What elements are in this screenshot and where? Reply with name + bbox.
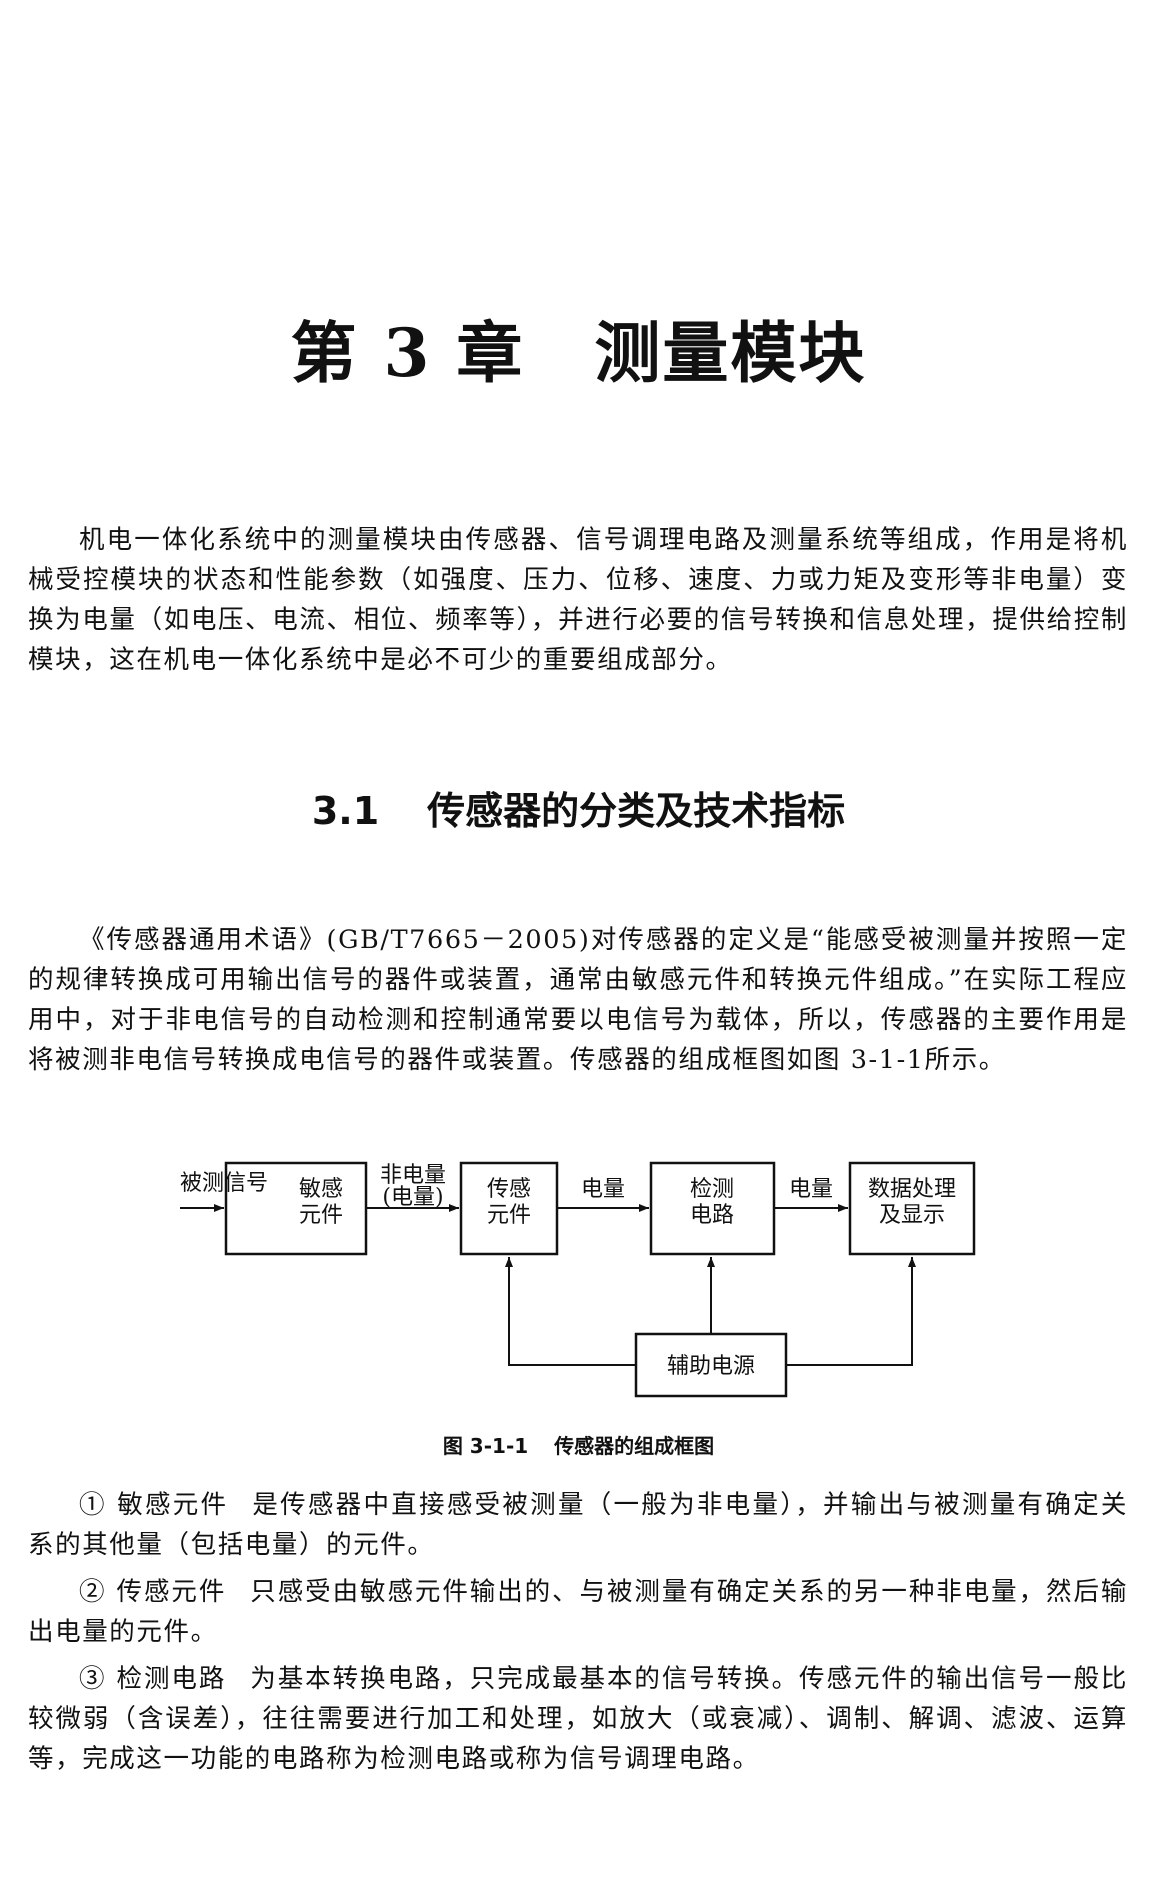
block-processing-display (848, 1161, 976, 1256)
electric-alt-label: (电量) (382, 1185, 443, 1210)
auxiliary-power-label: 辅助电源 (667, 1354, 755, 1379)
item-marker: ① (79, 1490, 107, 1520)
power-line-processing (786, 1257, 916, 1366)
detection-circuit-line1: 检测 (690, 1177, 734, 1202)
sensor-block-diagram: 被测信号 敏感 元件 非电量 (电量) 传感 元件 电量 检测 电路 电量 数据… (0, 1160, 1157, 1420)
intro-paragraph: 机电一体化系统中的测量模块由传感器、信号调理电路及测量系统等组成，作用是将机械受… (28, 525, 1128, 675)
item-marker: ② (79, 1577, 107, 1607)
processing-line2: 及显示 (879, 1203, 945, 1228)
list-item: ② 传感元件只感受由敏感元件输出的、与被测量有确定关系的另一种非电量，然后输出电… (28, 1572, 1128, 1652)
chapter-title: 第 3 章测量模块 (0, 300, 1157, 396)
definition-paragraph: 《传感器通用术语》(GB/T7665－2005)对传感器的定义是“能感受被测量并… (28, 925, 1128, 1075)
caption-number: 图 3-1-1 (442, 1434, 529, 1458)
diagram-canvas: 被测信号 敏感 元件 非电量 (电量) 传感 元件 电量 检测 电路 电量 数据… (180, 1161, 976, 1398)
item-marker: ③ (79, 1664, 107, 1694)
item-term: 传感元件 (116, 1577, 227, 1607)
non-electric-label: 非电量 (380, 1163, 446, 1188)
item-text: 只感受由敏感元件输出的、与被测量有确定关系的另一种非电量，然后输出电量的元件。 (28, 1577, 1128, 1647)
transducer-element-line1: 传感 (487, 1177, 531, 1202)
item-text: 为基本转换电路，只完成最基本的信号转换。传感元件的输出信号一般比较微弱（含误差）… (28, 1664, 1128, 1774)
item-text: 是传感器中直接感受被测量（一般为非电量），并输出与被测量有确定关系的其他量（包括… (28, 1490, 1128, 1560)
sensitive-element-line2: 元件 (299, 1203, 343, 1228)
item-term: 检测电路 (116, 1664, 227, 1694)
input-signal-label: 被测信号 (180, 1171, 268, 1196)
item-term: 敏感元件 (117, 1490, 229, 1520)
section-number: 3.1 (311, 789, 380, 833)
section-title: 3.1 传感器的分类及技术指标 (0, 780, 1157, 835)
processing-line1: 数据处理 (868, 1177, 956, 1202)
power-line-transducer (505, 1257, 636, 1366)
transducer-element-line2: 元件 (487, 1203, 531, 1228)
caption-text: 传感器的组成框图 (554, 1434, 715, 1458)
chapter-number: 第 3 章 (290, 314, 525, 392)
list-item: ① 敏感元件是传感器中直接感受被测量（一般为非电量），并输出与被测量有确定关系的… (28, 1485, 1128, 1565)
figure-caption: 图 3-1-1 传感器的组成框图 (0, 1430, 1157, 1459)
list-item: ③ 检测电路为基本转换电路，只完成最基本的信号转换。传感元件的输出信号一般比较微… (28, 1659, 1128, 1779)
detection-circuit-line2: 电路 (690, 1203, 734, 1228)
electric-label-1: 电量 (581, 1177, 625, 1202)
electric-label-2: 电量 (789, 1177, 833, 1202)
section-name: 传感器的分类及技术指标 (427, 789, 846, 833)
chapter-name: 测量模块 (594, 314, 867, 392)
sensitive-element-line1: 敏感 (299, 1177, 343, 1202)
